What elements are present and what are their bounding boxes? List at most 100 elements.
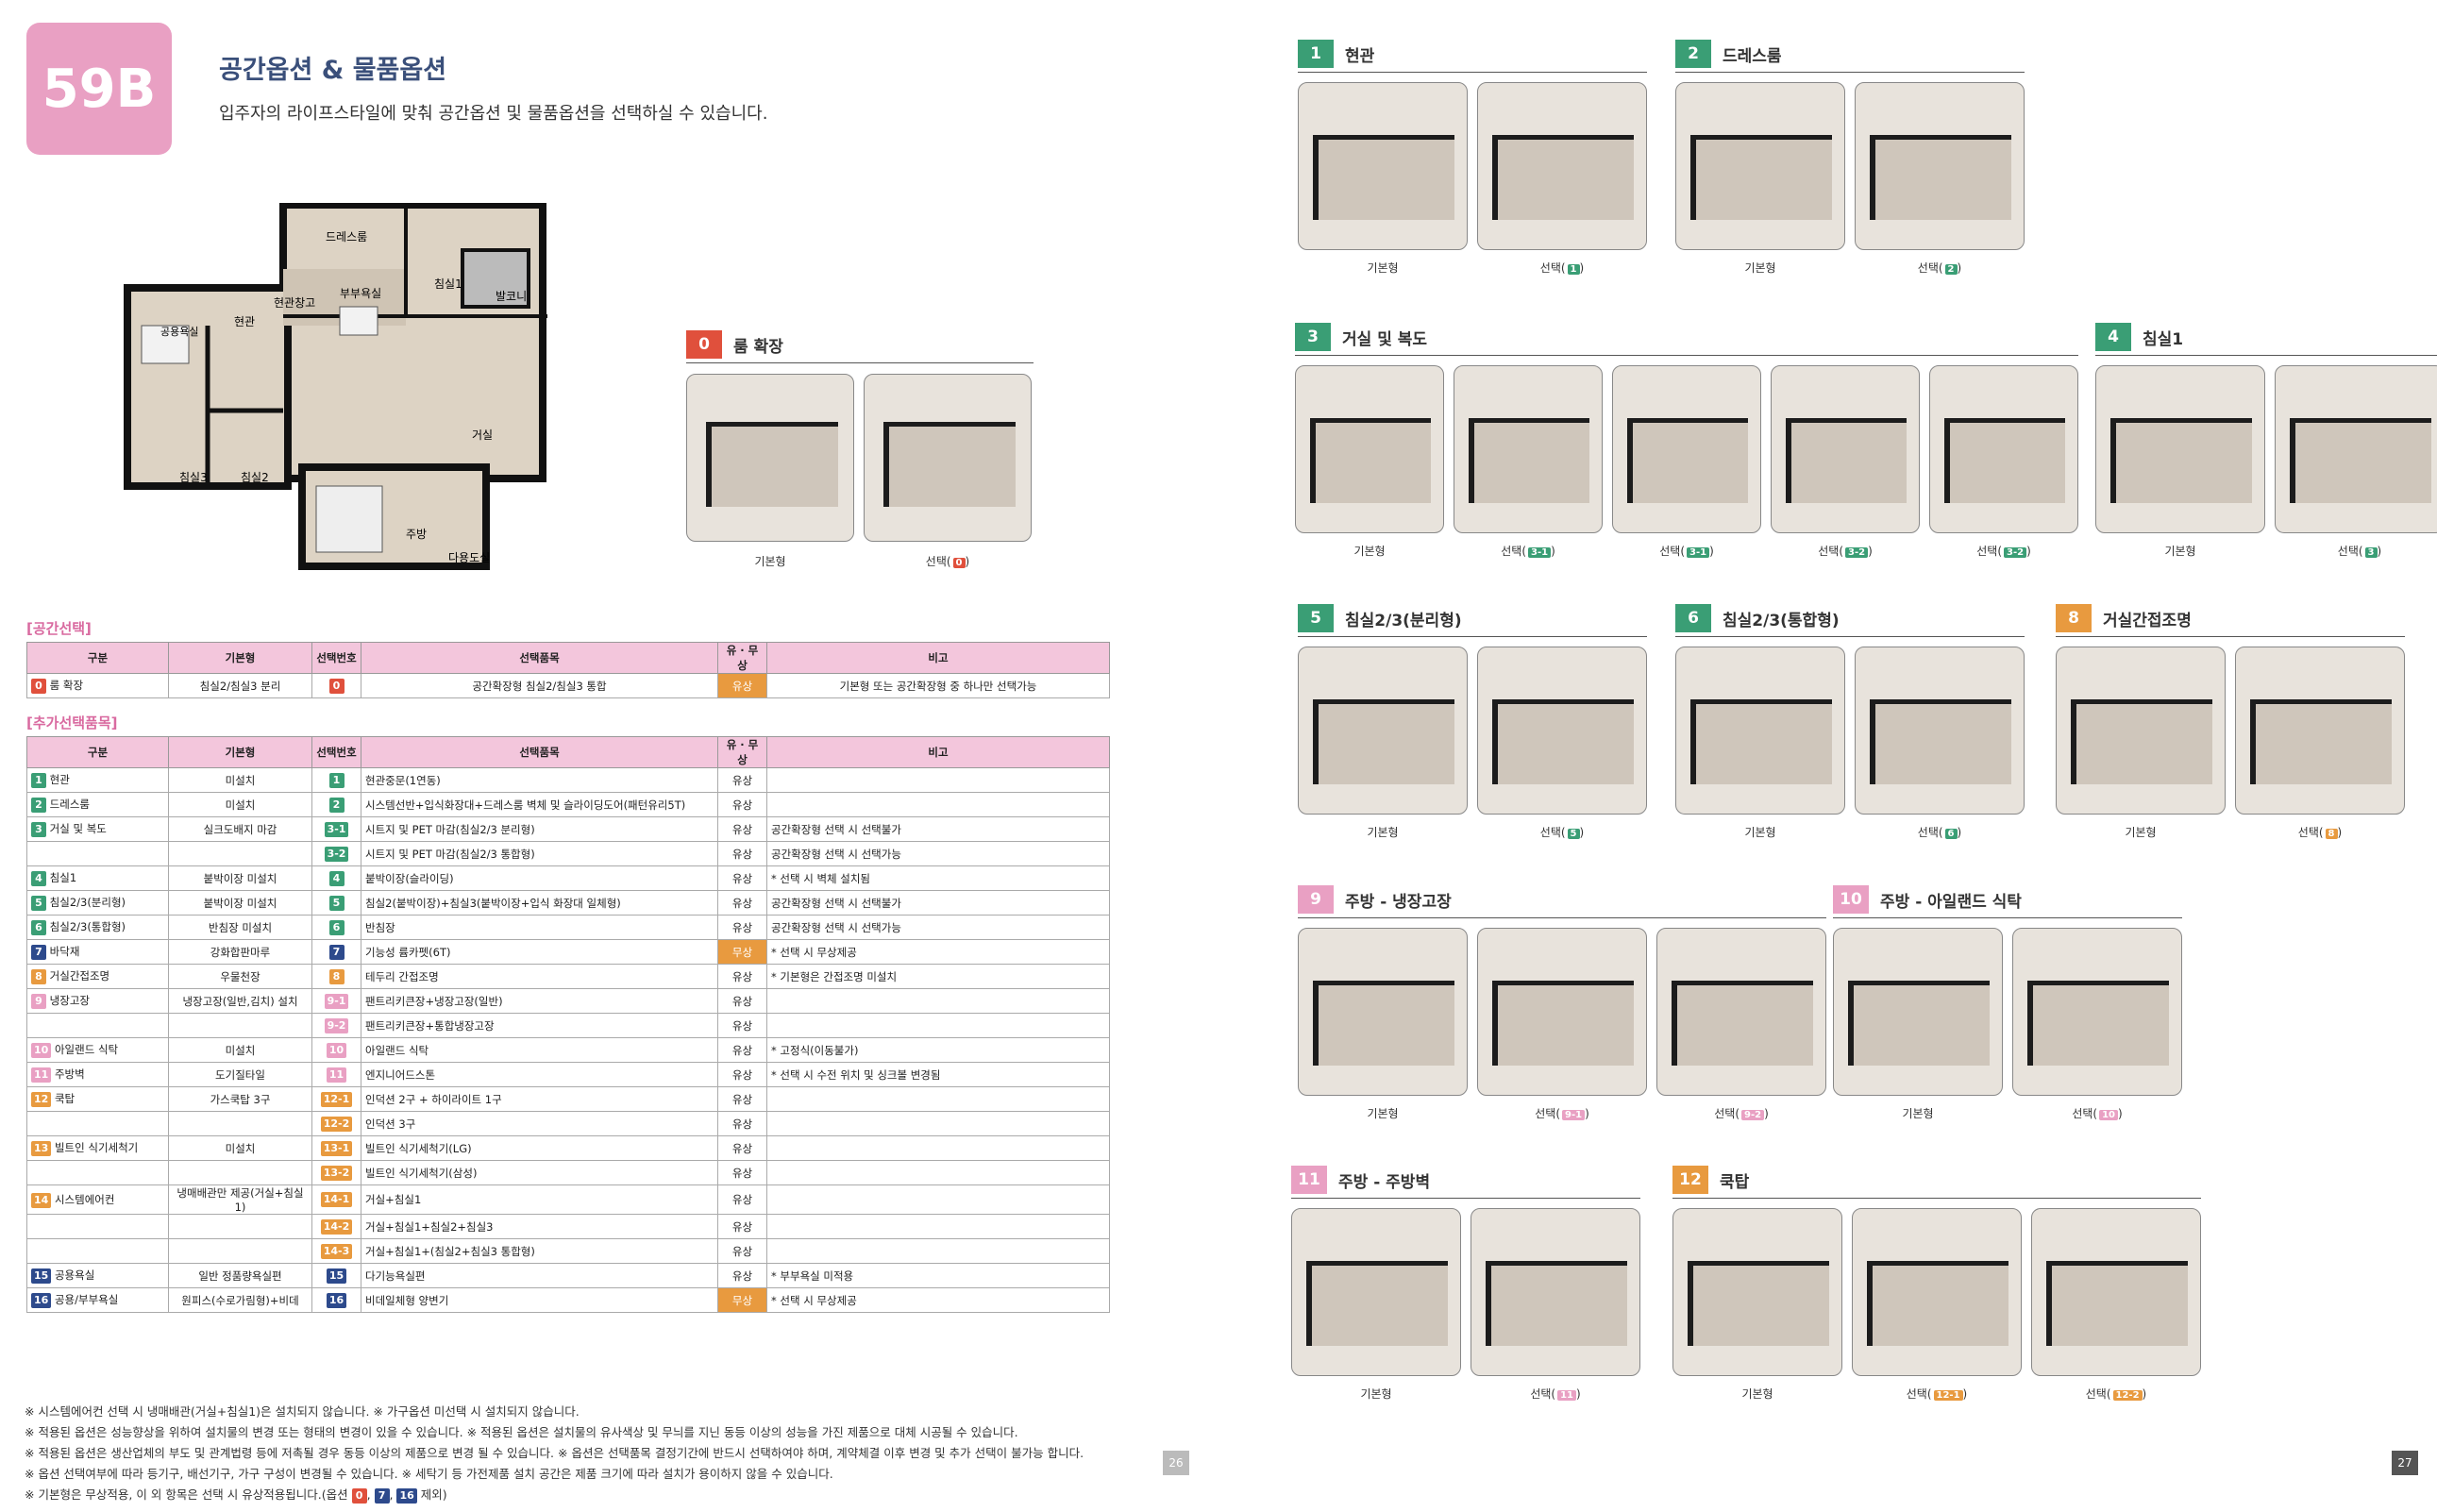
option-caption: 선택(3-2) [1976, 545, 2031, 558]
room-dressroom: 드레스룸 [326, 230, 367, 244]
option-image [2056, 647, 2226, 815]
option-caption: 선택(12-2) [2085, 1387, 2147, 1401]
caption-option: 선택(0) [925, 555, 970, 568]
option-caption: 선택(8) [2297, 826, 2343, 839]
option-caption: 기본형 [1353, 545, 1386, 558]
room-kitchen: 주방 [406, 528, 427, 541]
option-caption: 기본형 [1902, 1107, 1934, 1120]
th-item: 선택품목 [361, 642, 718, 674]
note-2: ※ 적용된 옵션은 성능향상을 위하여 설치물의 변경 또는 형태의 변경이 있… [25, 1425, 1018, 1439]
option-caption: 선택(3-2) [1818, 545, 1873, 558]
option-image [1612, 365, 1761, 533]
option-caption: 선택(3-1) [1501, 545, 1555, 558]
room-entrance: 현관 [234, 315, 255, 328]
option-caption: 기본형 [1367, 1107, 1399, 1120]
room-entrance-storage: 현관창고 [274, 296, 315, 310]
option-image [2095, 365, 2265, 533]
unit-type-badge: 59B [26, 23, 172, 155]
option-image [2012, 928, 2182, 1096]
option-image [1656, 928, 1826, 1096]
option-caption: 선택(12-1) [1906, 1387, 1968, 1401]
space-selection-label: [공간선택] [26, 620, 92, 637]
option-title: 룸 확장 [733, 337, 783, 357]
option-image [1672, 1208, 1842, 1376]
option-caption: 기본형 [1744, 826, 1776, 839]
option-image [1855, 82, 2025, 250]
option-caption: 선택(10) [2072, 1107, 2123, 1120]
room-bedroom3: 침실3 [179, 471, 208, 484]
note-3: ※ 적용된 옵션은 생산업체의 부도 및 관계법령 등에 저촉될 경우 동등 이… [25, 1446, 1084, 1460]
left-page: 59B 공간옵션 & 물품옵션 입주자의 라이프스타일에 맞춰 공간옵션 및 물… [0, 0, 1218, 1512]
option-caption: 선택(6) [1917, 826, 1962, 839]
room-expansion-basic-image [686, 374, 854, 542]
option-image [1291, 1208, 1461, 1376]
option-image [2275, 365, 2437, 533]
option-image [1852, 1208, 2022, 1376]
room-bedroom2: 침실2 [241, 471, 269, 484]
th-sel-num: 선택번호 [311, 642, 361, 674]
room-living: 거실 [472, 428, 493, 442]
caption-basic: 기본형 [754, 555, 786, 568]
option-caption: 기본형 [2164, 545, 2196, 558]
option-image [1833, 928, 2003, 1096]
option-caption: 선택(9-1) [1535, 1107, 1589, 1120]
option-caption: 기본형 [1360, 1387, 1392, 1401]
room-common-bath: 공용욕실 [160, 326, 198, 338]
page-subtitle: 입주자의 라이프스타일에 맞춰 공간옵션 및 물품옵션을 선택하실 수 있습니다… [219, 104, 768, 124]
option-caption: 기본형 [1367, 826, 1399, 839]
room-bedroom1: 침실1 [434, 277, 462, 291]
option-image [1477, 82, 1647, 250]
option-image [1295, 365, 1444, 533]
option-image [2235, 647, 2405, 815]
option-caption: 선택(3-1) [1659, 545, 1714, 558]
option-image [1675, 647, 1845, 815]
option-caption: 기본형 [2125, 826, 2157, 839]
option-image [1477, 928, 1647, 1096]
option-image [2031, 1208, 2201, 1376]
note-5: ※ 기본형은 무상적용, 이 외 항목은 선택 시 유상적용됩니다.(옵션 0,… [25, 1487, 447, 1504]
room-balcony: 발코니 [496, 290, 527, 303]
option-image [1477, 647, 1647, 815]
option-image [1929, 365, 2078, 533]
option-caption: 선택(9-2) [1714, 1107, 1769, 1120]
option-image [1454, 365, 1603, 533]
option-caption: 기본형 [1367, 261, 1399, 275]
option-caption: 기본형 [1741, 1387, 1773, 1401]
additional-options-label: [추가선택품목] [26, 714, 118, 731]
option-image [1298, 928, 1468, 1096]
floor-plan: 드레스룸 침실1 현관 현관창고 부부욕실 공용욕실 발코니 침실3 침실2 거… [124, 203, 547, 570]
note-1: ※ 시스템에어컨 선택 시 냉매배관(거실+침실1)은 설치되지 않습니다. ※… [25, 1404, 580, 1419]
th-note: 비고 [766, 642, 1110, 674]
option-image [1771, 365, 1920, 533]
option-image [1471, 1208, 1640, 1376]
